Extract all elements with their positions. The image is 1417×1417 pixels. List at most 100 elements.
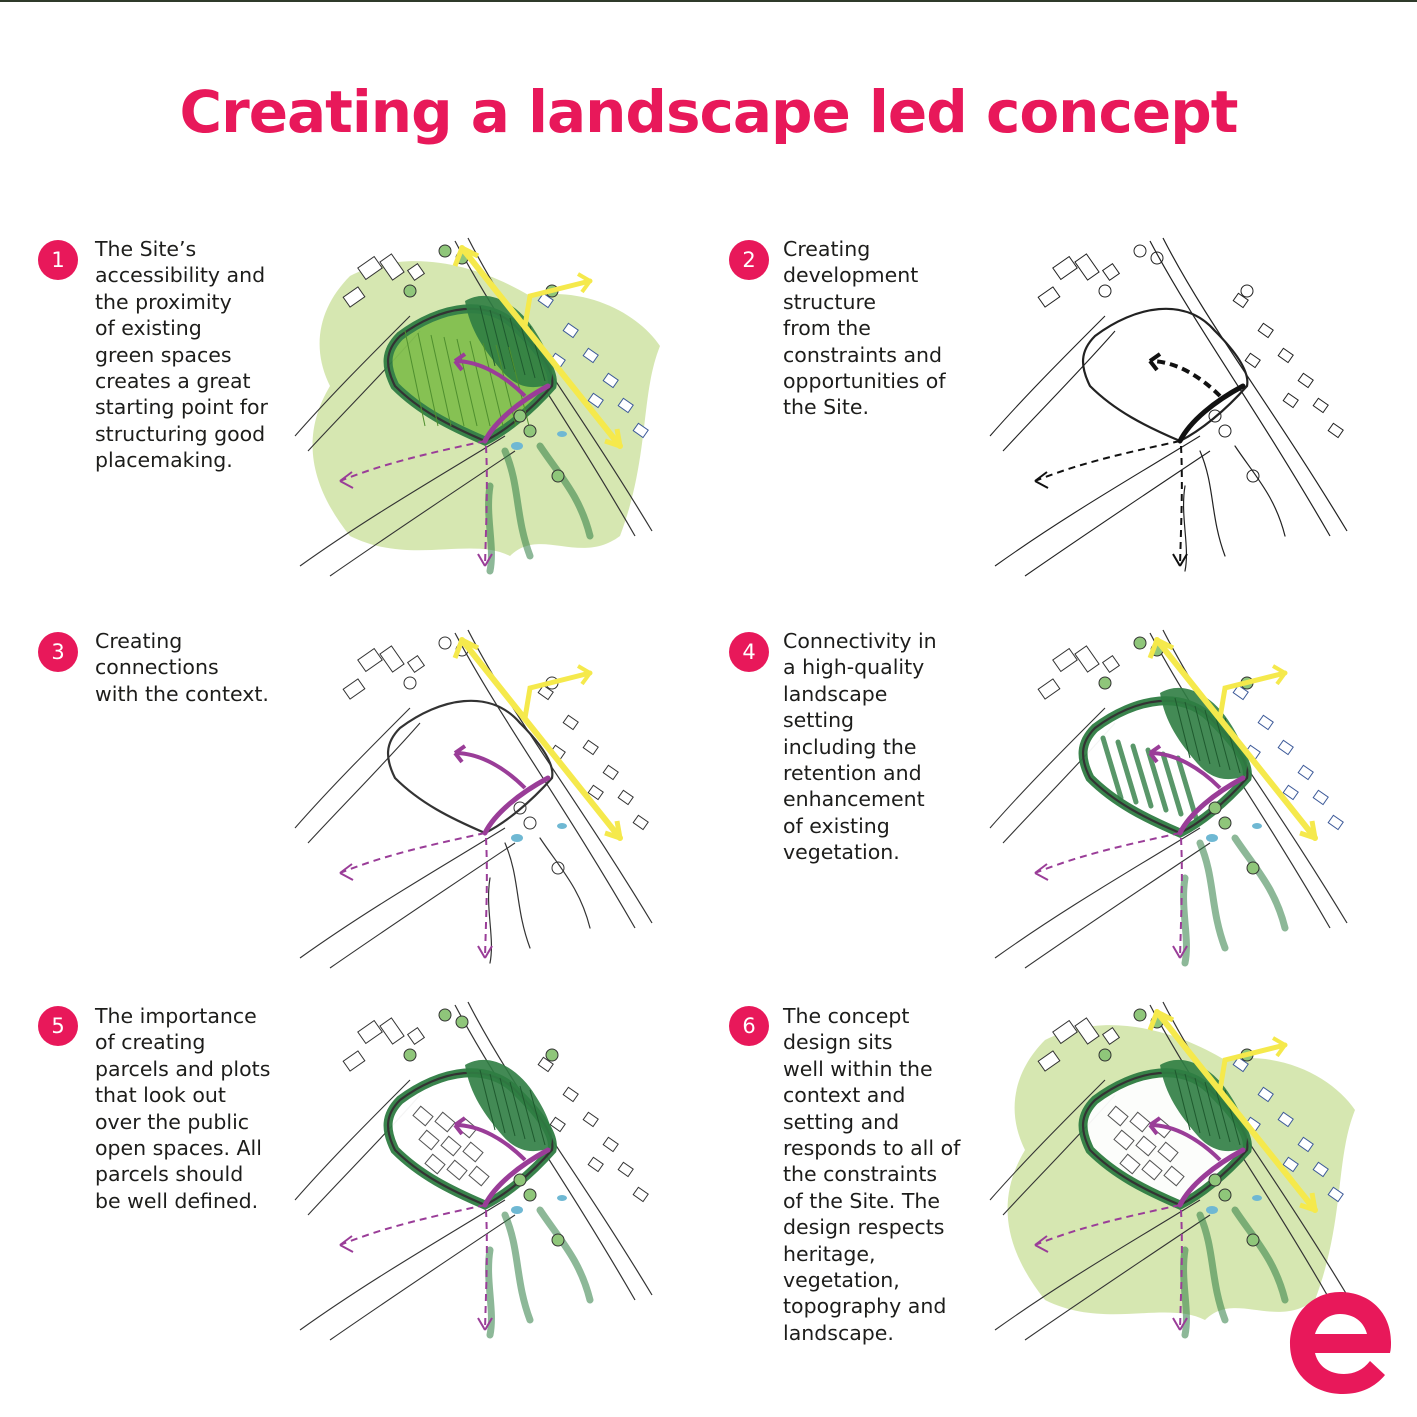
- site-sketch-3: [294, 629, 653, 969]
- building-outline: [602, 372, 619, 389]
- site-sketch-5: [294, 1001, 653, 1341]
- route-arrowhead: [453, 352, 467, 372]
- tree-symbol: [1098, 284, 1112, 298]
- tree-symbol: [523, 424, 537, 438]
- woodland-hatch: [509, 317, 526, 376]
- tree-symbol: [1246, 861, 1260, 875]
- green-strip: [1130, 743, 1154, 809]
- pond: [1252, 1195, 1262, 1201]
- field-hatch: [443, 336, 465, 427]
- building-outline: [379, 1017, 405, 1045]
- development-block: [412, 1105, 434, 1127]
- woodland-hatch: [479, 1069, 496, 1131]
- woodland-hatch: [1174, 697, 1191, 759]
- footpath-route: [339, 1204, 486, 1246]
- step-number-badge: 5: [38, 1006, 78, 1046]
- access-route: [1177, 383, 1246, 444]
- road-arrowhead: [604, 820, 623, 841]
- lane-line: [329, 1214, 516, 1341]
- access-route: [1149, 1123, 1222, 1162]
- tree-symbol: [438, 1008, 452, 1022]
- building-outline: [1101, 262, 1121, 282]
- building-outline: [537, 684, 554, 701]
- building-outline: [1257, 322, 1274, 339]
- road-arrowhead: [1299, 1192, 1318, 1213]
- hedgerow: [485, 1206, 594, 1339]
- woodland-block: [465, 1059, 553, 1152]
- building-outline: [1244, 352, 1261, 369]
- road-line: [467, 629, 653, 924]
- woodland-hatch: [489, 1073, 506, 1134]
- footpath-route: [1179, 445, 1183, 567]
- lane-line: [329, 842, 516, 969]
- pond: [557, 431, 567, 437]
- boundary-line: [294, 1079, 411, 1201]
- pond: [511, 834, 523, 842]
- development-block: [462, 1141, 484, 1163]
- route-arrowhead: [1172, 945, 1188, 959]
- site-sketch-1: [294, 237, 660, 577]
- tree-symbol: [523, 816, 537, 830]
- tree-symbol: [513, 409, 527, 423]
- building-outline: [1277, 739, 1294, 756]
- tree-symbol: [523, 1188, 537, 1202]
- boundary-line: [989, 315, 1106, 437]
- tree-symbol: [1133, 1008, 1147, 1022]
- development-block: [440, 1135, 462, 1157]
- road-arrowhead: [604, 428, 623, 449]
- lane-line: [1024, 1214, 1211, 1341]
- step-description: The concept design sits well within the …: [783, 1004, 961, 1345]
- building-outline: [582, 347, 599, 364]
- step-number-badge: 3: [38, 632, 78, 672]
- road-arrowhead: [576, 664, 592, 686]
- woodland-hatch: [1194, 1077, 1211, 1137]
- road-arrow: [1217, 1042, 1288, 1093]
- woodland-hatch: [519, 321, 536, 379]
- building-outline: [1327, 814, 1344, 831]
- step-number-badge: 1: [38, 240, 78, 280]
- road-arrow: [522, 278, 593, 329]
- building-outline: [1277, 347, 1294, 364]
- building-outline: [1074, 253, 1100, 281]
- field-hatch: [482, 342, 504, 427]
- building-outline: [1277, 1111, 1294, 1128]
- pond: [557, 823, 567, 829]
- woodland-hatch: [519, 1085, 536, 1143]
- development-block: [1135, 1135, 1157, 1157]
- building-outline: [617, 789, 634, 806]
- route-arrowhead: [1172, 1317, 1188, 1331]
- pond: [511, 442, 523, 450]
- step-number-badge: 6: [729, 1006, 769, 1046]
- building-outline: [582, 1111, 599, 1128]
- step-description: The importance of creating parcels and p…: [95, 1004, 271, 1213]
- route-arrowhead: [453, 1116, 467, 1136]
- tree-symbol: [1208, 801, 1222, 815]
- road-arrowhead: [1147, 1009, 1175, 1031]
- access-route: [482, 775, 551, 836]
- access-route: [1149, 751, 1222, 790]
- road-line: [1162, 237, 1348, 532]
- building-outline: [357, 255, 383, 281]
- tree-symbol: [438, 636, 452, 650]
- building-outline: [632, 422, 649, 439]
- access-route: [1177, 1147, 1246, 1208]
- footpath-route: [1034, 1204, 1181, 1246]
- boundary-line: [294, 707, 411, 829]
- building-outline: [1257, 1086, 1274, 1103]
- tree-symbol: [438, 244, 452, 258]
- building-outline: [1312, 1161, 1329, 1178]
- route-arrowhead: [1148, 352, 1162, 372]
- site-sketch-2: [989, 237, 1348, 577]
- route-arrowhead: [477, 553, 493, 567]
- building-outline: [617, 397, 634, 414]
- building-outline: [1101, 1026, 1121, 1046]
- brand-logo: [1290, 1292, 1391, 1394]
- hedgerow: [1182, 445, 1286, 572]
- development-block: [1141, 1159, 1163, 1181]
- route-arrowhead: [477, 945, 493, 959]
- road-arrow: [522, 670, 593, 721]
- building-outline: [1282, 1156, 1299, 1173]
- route-arrowhead: [1172, 553, 1188, 567]
- building-outline: [1037, 678, 1061, 700]
- route-arrowhead: [453, 744, 467, 764]
